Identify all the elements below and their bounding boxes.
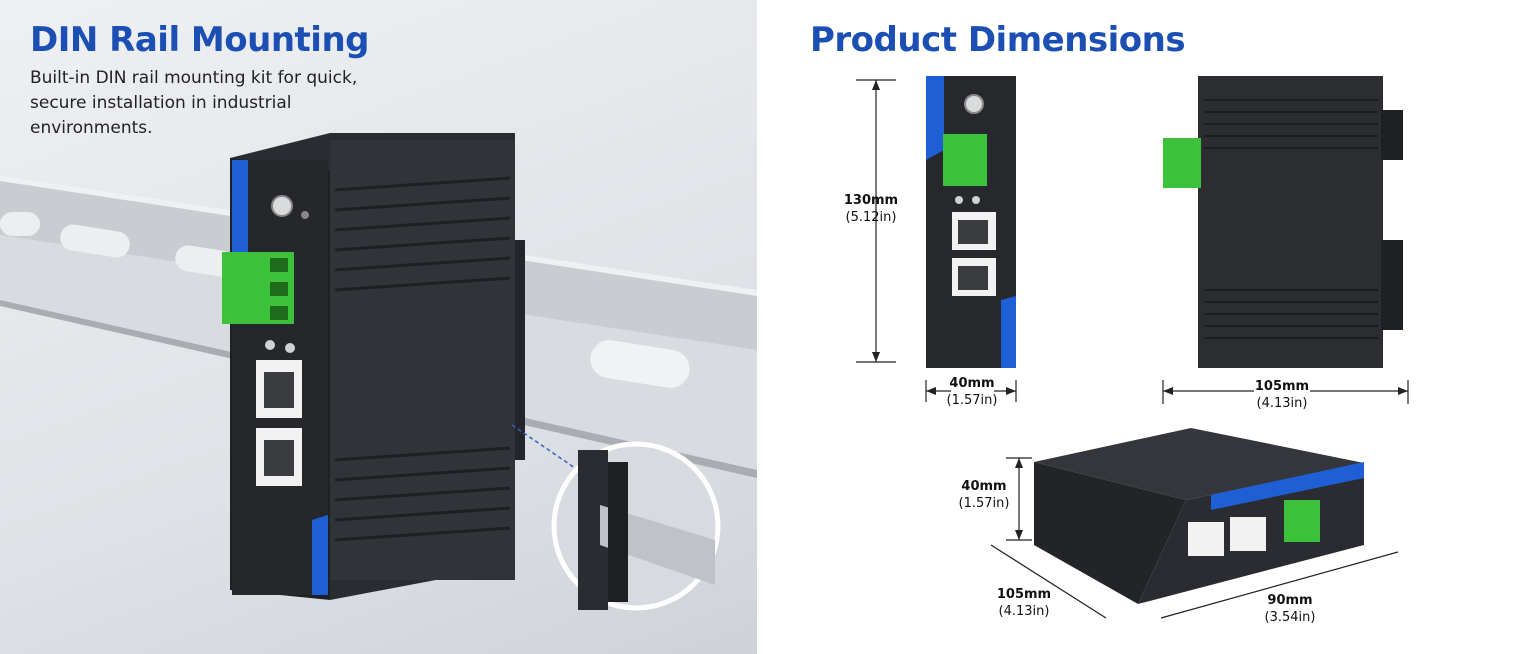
height-in: (5.12in) [845, 210, 897, 225]
zoom-inset [551, 441, 721, 611]
iso-height-in: (1.57in) [958, 496, 1010, 511]
iso-height-dimension: 40mm (1.57in) [948, 478, 1020, 512]
front-width-mm: 40mm [949, 376, 995, 391]
dimension-arrows [872, 80, 1408, 540]
height-dimension: 130mm (5.12in) [836, 192, 906, 226]
height-mm: 130mm [843, 193, 899, 208]
device-side-view [1163, 76, 1403, 368]
iso-width-mm: 90mm [1267, 593, 1313, 608]
side-depth-in: (4.13in) [1256, 396, 1308, 411]
iso-width-dimension: 90mm (3.54in) [1254, 592, 1326, 626]
din-rail-illustration [0, 133, 757, 611]
iso-width-in: (3.54in) [1264, 610, 1316, 625]
panel-subtitle: Built-in DIN rail mounting kit for quick… [30, 68, 358, 138]
dimensions-panel: Product Dimensions 130mm (5.12in) 40mm (… [766, 0, 1524, 654]
front-width-in: (1.57in) [946, 393, 998, 408]
device-left [222, 133, 515, 600]
panel-title: DIN Rail Mounting [30, 20, 370, 60]
panel-title: Product Dimensions [810, 20, 1186, 60]
iso-depth-dimension: 105mm (4.13in) [988, 586, 1060, 620]
side-depth-dimension: 105mm (4.13in) [1246, 378, 1318, 412]
dimensions-illustration [856, 76, 1409, 619]
din-rail-panel: DIN Rail Mounting Built-in DIN rail moun… [0, 0, 757, 654]
side-depth-mm: 105mm [1254, 379, 1310, 394]
front-width-dimension: 40mm (1.57in) [936, 375, 1008, 409]
iso-depth-in: (4.13in) [998, 604, 1050, 619]
device-iso-view [1034, 428, 1364, 604]
device-front-view [926, 76, 1016, 368]
iso-height-mm: 40mm [961, 479, 1007, 494]
iso-depth-mm: 105mm [996, 587, 1052, 602]
